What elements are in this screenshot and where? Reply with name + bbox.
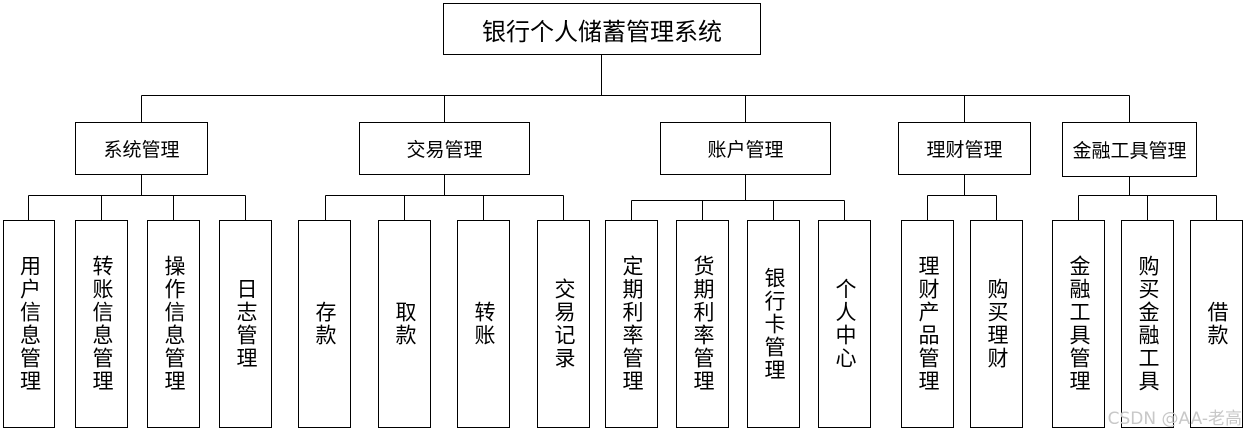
leaf-node: 转账 bbox=[457, 220, 510, 428]
connector-module-5 bbox=[1078, 177, 1217, 220]
leaf-label: 货期利率管理 bbox=[691, 255, 715, 393]
leaf-label: 理财产品管理 bbox=[916, 255, 940, 393]
leaf-label: 金融工具管理 bbox=[1067, 255, 1091, 393]
module-label: 金融工具管理 bbox=[1072, 140, 1187, 162]
leaf-node: 货期利率管理 bbox=[676, 220, 729, 428]
leaf-node: 操作信息管理 bbox=[147, 220, 200, 428]
leaf-label: 借款 bbox=[1205, 301, 1229, 347]
leaf-node: 金融工具管理 bbox=[1052, 220, 1105, 428]
watermark: CSDN @AA-老高 bbox=[1107, 409, 1242, 429]
root-node: 银行个人储蓄管理系统 bbox=[443, 3, 761, 55]
leaf-node: 交易记录 bbox=[537, 220, 590, 428]
leaf-node: 定期利率管理 bbox=[605, 220, 658, 428]
leaf-label: 转账 bbox=[472, 301, 496, 347]
leaf-label: 用户信息管理 bbox=[17, 255, 42, 393]
module-system-management: 系统管理 bbox=[75, 122, 208, 175]
leaf-label: 取款 bbox=[393, 301, 417, 347]
connector-module-4 bbox=[927, 175, 997, 220]
leaf-node: 购买金融工具 bbox=[1121, 220, 1174, 428]
module-financial-tools-management: 金融工具管理 bbox=[1062, 122, 1197, 177]
module-label: 账户管理 bbox=[707, 139, 784, 161]
leaf-node: 银行卡管理 bbox=[747, 220, 800, 428]
connector-module-3 bbox=[631, 175, 845, 220]
leaf-label: 日志管理 bbox=[234, 278, 258, 370]
leaf-label: 个人中心 bbox=[833, 278, 857, 370]
module-label: 理财管理 bbox=[926, 139, 1003, 161]
leaf-label: 购买金融工具 bbox=[1136, 255, 1160, 393]
module-wealth-management: 理财管理 bbox=[898, 122, 1031, 175]
leaf-node: 理财产品管理 bbox=[901, 220, 954, 428]
connector-module-2 bbox=[325, 175, 564, 220]
root-label: 银行个人储蓄管理系统 bbox=[482, 17, 722, 46]
leaf-node: 用户信息管理 bbox=[3, 220, 55, 428]
leaf-node: 购买理财 bbox=[970, 220, 1023, 428]
module-label: 系统管理 bbox=[103, 139, 180, 161]
leaf-label: 银行卡管理 bbox=[762, 266, 786, 382]
leaf-node: 日志管理 bbox=[219, 220, 272, 428]
module-transaction-management: 交易管理 bbox=[359, 122, 530, 175]
leaf-node: 取款 bbox=[378, 220, 431, 428]
leaf-label: 购买理财 bbox=[985, 278, 1009, 370]
leaf-label: 操作信息管理 bbox=[162, 255, 186, 393]
leaf-label: 定期利率管理 bbox=[620, 255, 644, 393]
connector-root bbox=[141, 55, 1130, 122]
leaf-label: 转账信息管理 bbox=[90, 255, 114, 393]
leaf-node: 转账信息管理 bbox=[75, 220, 128, 428]
leaf-label: 交易记录 bbox=[552, 278, 576, 370]
leaf-node: 存款 bbox=[298, 220, 351, 428]
module-label: 交易管理 bbox=[406, 139, 483, 161]
leaf-node: 借款 bbox=[1190, 220, 1243, 428]
leaf-label: 存款 bbox=[313, 301, 337, 347]
connector-module-1 bbox=[28, 175, 246, 220]
module-account-management: 账户管理 bbox=[660, 122, 831, 175]
leaf-node: 个人中心 bbox=[818, 220, 871, 428]
